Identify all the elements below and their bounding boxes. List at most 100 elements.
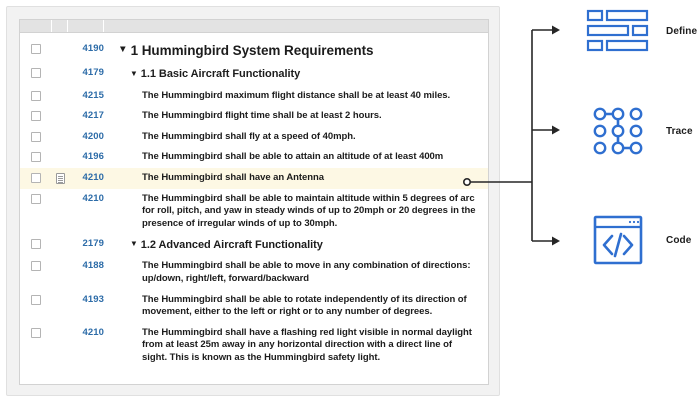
feature-trace-label: Trace <box>666 125 693 137</box>
row-checkbox-cell[interactable] <box>20 294 52 305</box>
row-checkbox[interactable] <box>31 327 41 338</box>
row-id[interactable]: 4196 <box>82 151 104 163</box>
requirement-label: 1.2 Advanced Aircraft Functionality <box>140 239 323 252</box>
table-row[interactable]: 4188 The Hummingbird shall be able to mov… <box>20 256 488 289</box>
row-doc-icon-cell <box>52 151 68 152</box>
table-row[interactable]: 4179 ▼1.1 Basic Aircraft Functionality <box>20 63 488 85</box>
table-row[interactable]: 4190 ▼1 Hummingbird System Requirements <box>20 39 488 63</box>
table-row[interactable]: 4217 The Hummingbird flight time shall be… <box>20 106 488 127</box>
feature-define[interactable]: Define <box>578 3 697 59</box>
row-id[interactable]: 4217 <box>82 110 104 122</box>
row-requirement-text[interactable]: The Hummingbird maximum flight distance … <box>108 90 488 103</box>
row-requirement-text[interactable]: The Hummingbird shall be able to move in… <box>108 260 488 285</box>
row-id[interactable]: 4179 <box>82 67 104 79</box>
row-requirement-text[interactable]: ▼1.1 Basic Aircraft Functionality <box>108 67 488 81</box>
row-requirement-text[interactable]: The Hummingbird flight time shall be at … <box>108 110 488 123</box>
row-checkbox[interactable] <box>31 111 41 122</box>
feature-trace[interactable]: Trace <box>578 103 693 159</box>
row-checkbox-cell[interactable] <box>20 43 52 54</box>
feature-define-label: Define <box>666 25 698 37</box>
row-checkbox-cell[interactable] <box>20 327 52 338</box>
table-row[interactable]: 4210 The Hummingbird shall have a flashin… <box>20 323 488 369</box>
requirement-label: The Hummingbird shall be able to maintai… <box>142 192 476 229</box>
table-row[interactable]: 4193 The Hummingbird shall be able to rot… <box>20 290 488 323</box>
requirement-label: The Hummingbird maximum flight distance … <box>142 89 451 101</box>
row-checkbox[interactable] <box>31 193 41 204</box>
caret-down-icon[interactable]: ▼ <box>130 239 138 249</box>
requirement-label: The Hummingbird shall be able to rotate … <box>142 293 467 318</box>
row-checkbox-cell[interactable] <box>20 131 52 142</box>
row-requirement-text[interactable]: ▼1.2 Advanced Aircraft Functionality <box>108 238 488 252</box>
row-requirement-text[interactable]: ▼1 Hummingbird System Requirements <box>108 43 488 59</box>
requirement-label: 1.1 Basic Aircraft Functionality <box>140 68 301 81</box>
row-checkbox-cell[interactable] <box>20 193 52 204</box>
row-id[interactable]: 4193 <box>82 293 104 305</box>
row-doc-icon-cell <box>52 67 68 68</box>
row-doc-icon-cell <box>52 294 68 295</box>
table-row[interactable]: 4210 The Hummingbird shall have an Antenn… <box>20 167 488 189</box>
row-checkbox-cell[interactable] <box>20 151 52 163</box>
table-header-row <box>20 20 488 33</box>
table-row[interactable]: 4200 The Hummingbird shall fly at a speed… <box>20 127 488 148</box>
caret-down-icon[interactable]: ▼ <box>130 68 138 78</box>
row-checkbox[interactable] <box>31 152 41 163</box>
requirement-label: The Hummingbird flight time shall be at … <box>142 110 382 122</box>
table-row[interactable]: 4210 The Hummingbird shall be able to mai… <box>20 189 488 235</box>
table-row[interactable]: 4215 The Hummingbird maximum flight dista… <box>20 86 488 107</box>
row-id[interactable]: 2179 <box>82 238 104 250</box>
requirement-label: The Hummingbird shall be able to move in… <box>142 260 471 284</box>
row-checkbox[interactable] <box>31 131 41 142</box>
row-doc-icon-cell <box>52 90 68 91</box>
table-header-requirement[interactable] <box>104 20 488 32</box>
row-checkbox-cell[interactable] <box>20 110 52 122</box>
row-id[interactable]: 4210 <box>82 171 104 183</box>
row-doc-icon-cell <box>52 193 68 194</box>
row-checkbox-cell[interactable] <box>20 67 52 79</box>
table-row[interactable]: 4196 The Hummingbird shall be able to att… <box>20 147 488 168</box>
row-checkbox[interactable] <box>31 239 41 250</box>
row-doc-icon-cell <box>52 238 68 239</box>
requirement-label: 1 Hummingbird System Requirements <box>130 43 374 58</box>
feature-code[interactable]: Code <box>578 212 691 268</box>
document-icon[interactable] <box>55 172 65 184</box>
row-requirement-text[interactable]: The Hummingbird shall fly at a speed of … <box>108 131 488 144</box>
row-checkbox[interactable] <box>31 172 41 183</box>
table-header-select[interactable] <box>20 20 52 32</box>
table-header-doc[interactable] <box>52 20 68 32</box>
row-checkbox-cell[interactable] <box>20 172 52 183</box>
row-checkbox[interactable] <box>31 261 41 272</box>
row-requirement-text[interactable]: The Hummingbird shall be able to attain … <box>108 151 488 164</box>
requirement-label: The Hummingbird shall be able to attain … <box>142 151 444 163</box>
row-doc-icon-cell <box>52 43 68 44</box>
layout-blocks-icon <box>578 3 658 59</box>
node-graph-icon <box>578 103 658 159</box>
row-id[interactable]: 4188 <box>82 260 104 272</box>
table-header-id[interactable] <box>68 20 104 32</box>
row-requirement-text[interactable]: The Hummingbird shall have an Antenna <box>108 172 488 185</box>
row-requirement-text[interactable]: The Hummingbird shall be able to maintai… <box>108 193 488 231</box>
table-row[interactable]: 2179 ▼1.2 Advanced Aircraft Functionality <box>20 234 488 256</box>
row-checkbox[interactable] <box>31 68 41 79</box>
row-id[interactable]: 4215 <box>82 89 104 101</box>
caret-down-icon[interactable]: ▼ <box>118 44 128 56</box>
row-checkbox[interactable] <box>31 294 41 305</box>
row-id[interactable]: 4210 <box>82 326 104 338</box>
row-checkbox[interactable] <box>31 44 41 54</box>
row-checkbox-cell[interactable] <box>20 238 52 250</box>
row-checkbox-cell[interactable] <box>20 260 52 272</box>
row-checkbox-cell[interactable] <box>20 90 52 101</box>
row-id[interactable]: 4200 <box>82 130 104 142</box>
row-requirement-text[interactable]: The Hummingbird shall have a flashing re… <box>108 327 488 365</box>
row-checkbox[interactable] <box>31 90 41 101</box>
row-doc-icon-cell <box>52 327 68 328</box>
row-id[interactable]: 4210 <box>82 192 104 204</box>
row-requirement-text[interactable]: The Hummingbird shall be able to rotate … <box>108 294 488 319</box>
requirement-label: The Hummingbird shall have a flashing re… <box>142 326 472 363</box>
requirement-label: The Hummingbird shall fly at a speed of … <box>142 130 356 142</box>
feature-code-label: Code <box>666 234 692 246</box>
row-id[interactable]: 4190 <box>82 43 104 54</box>
